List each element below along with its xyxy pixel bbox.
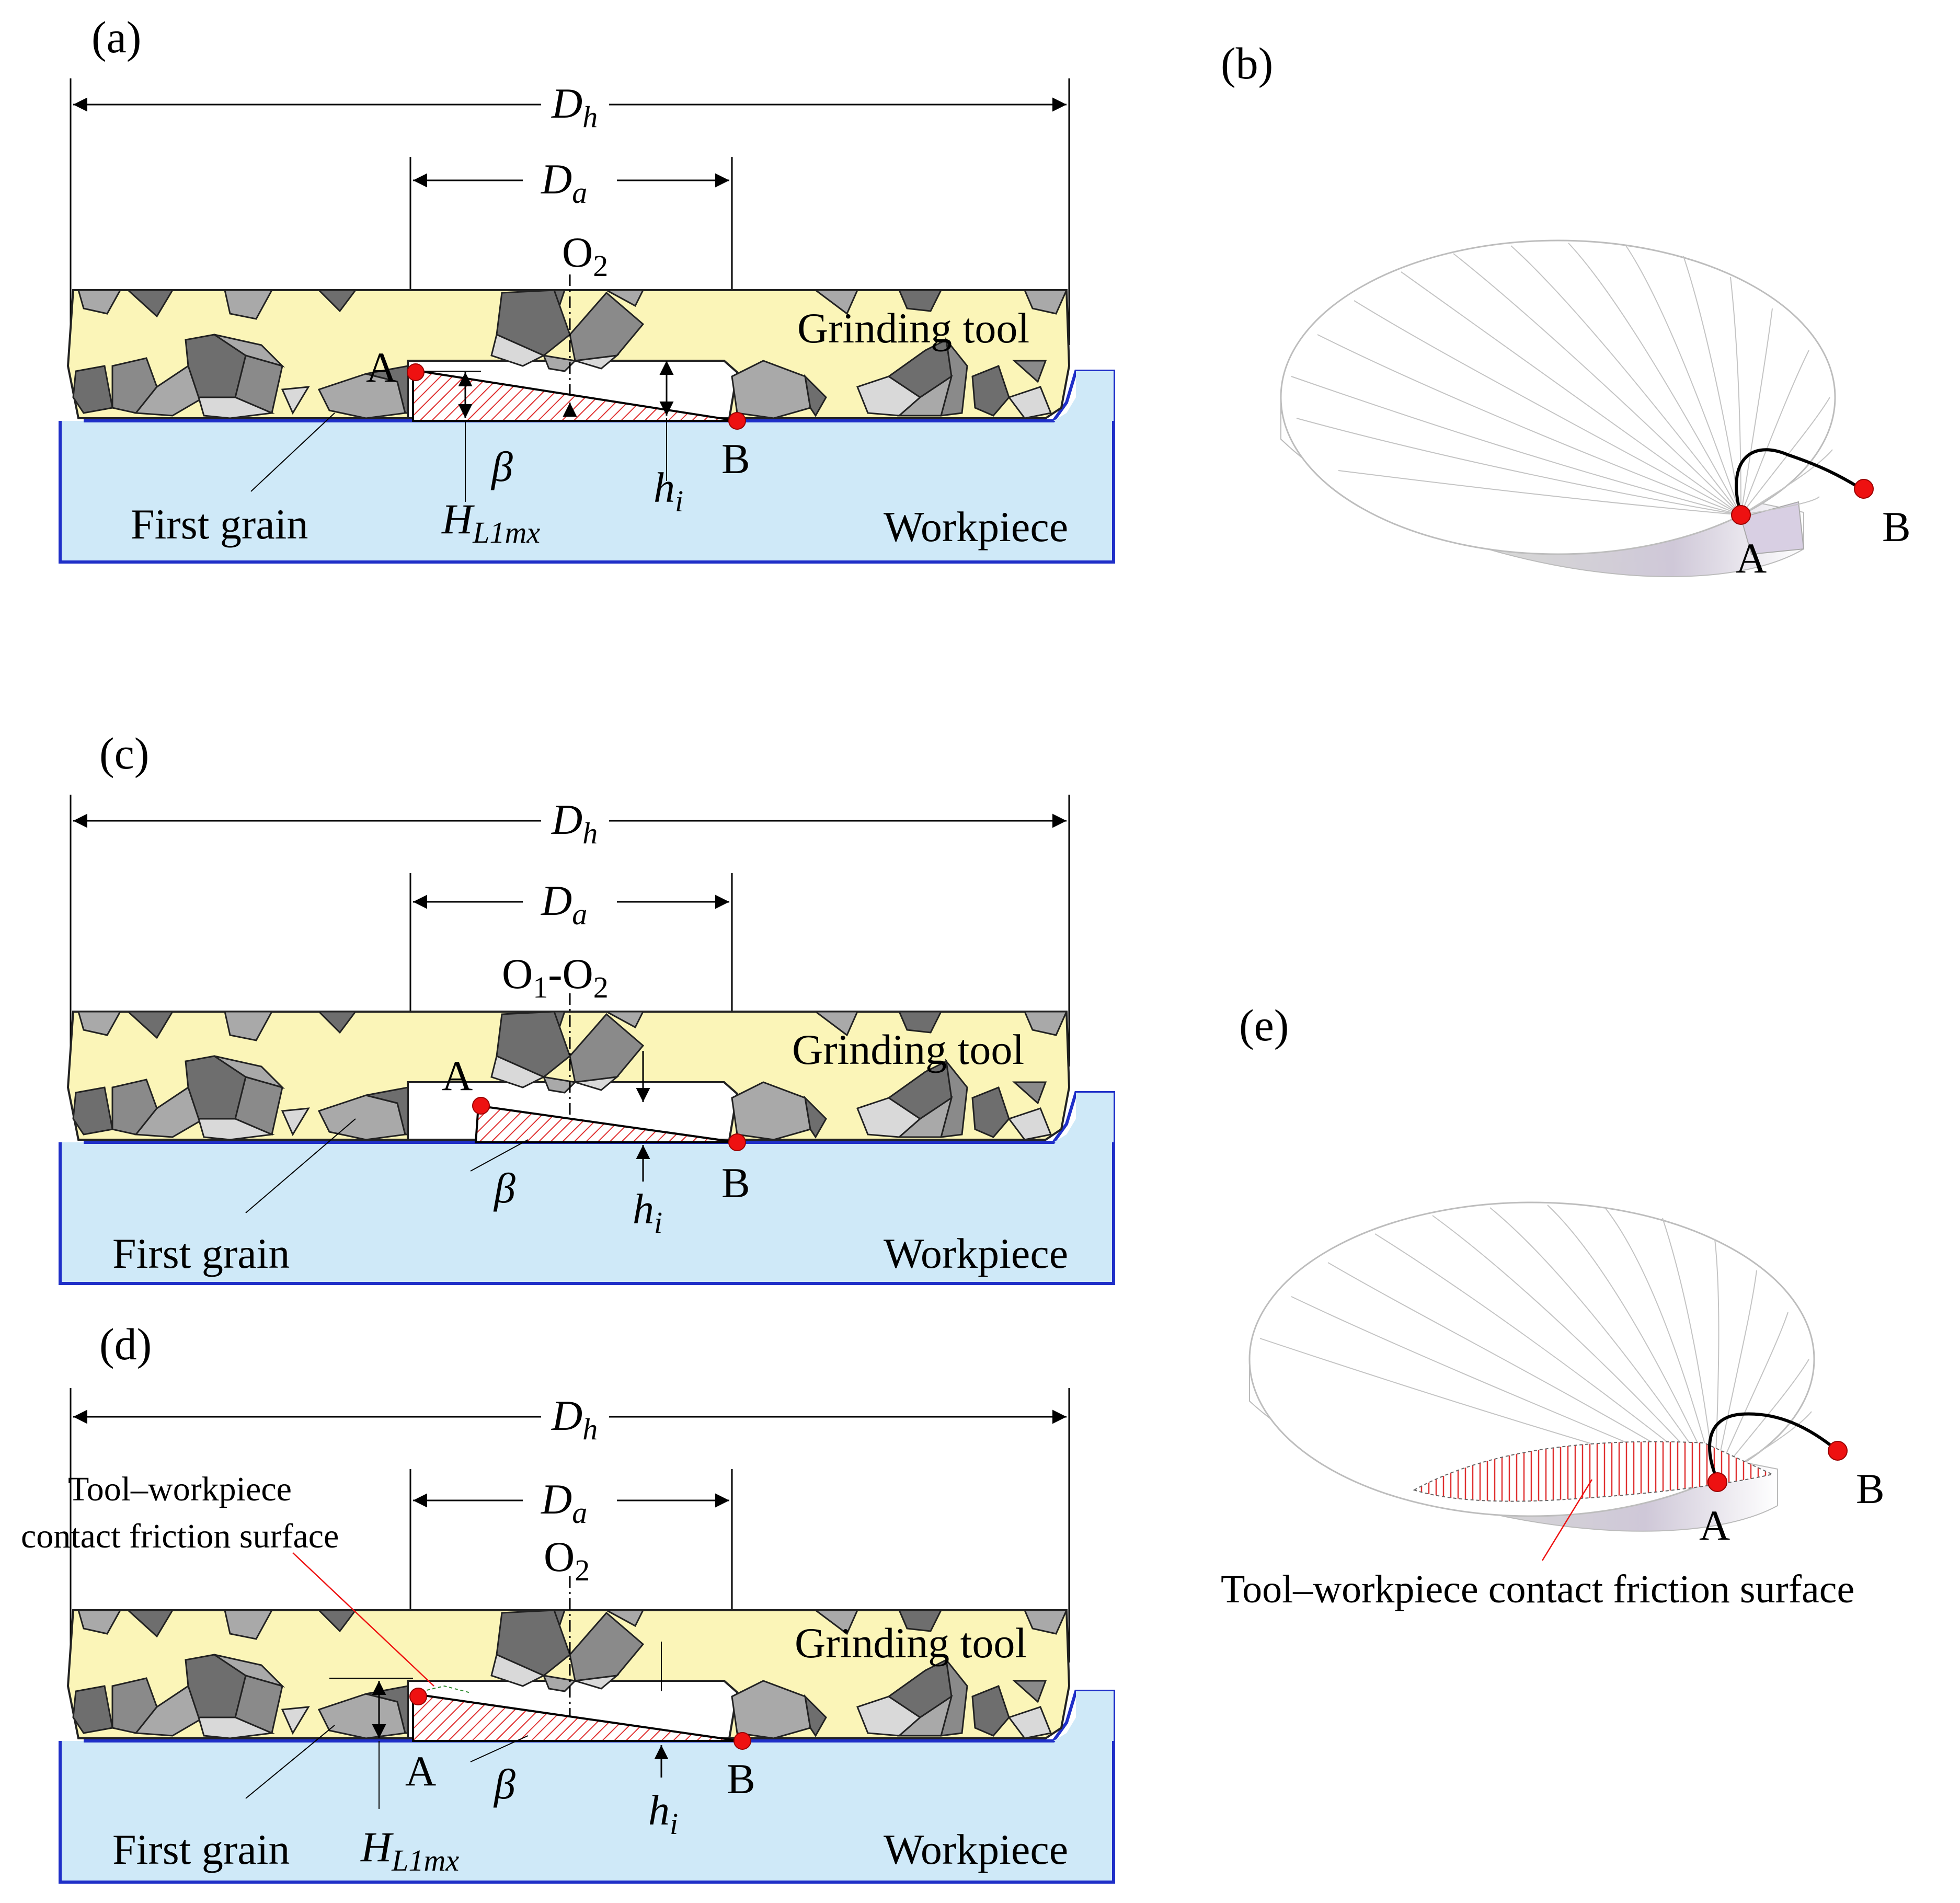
dimension-dh-label: Dh (551, 1392, 598, 1446)
angle-beta-label: β (493, 1760, 515, 1808)
point-a-label: A (1736, 534, 1767, 582)
point-b-marker (1828, 1441, 1848, 1461)
depth-hi-label: hi (654, 464, 683, 518)
workpiece-label: Workpiece (884, 1230, 1068, 1277)
point-b-label: B (721, 435, 750, 483)
point-a-label: A (405, 1747, 436, 1795)
height-hl1mx-label: HL1mx (441, 495, 540, 549)
dimension-dh-label: Dh (551, 79, 598, 134)
point-a-marker (1707, 1472, 1727, 1492)
panel-b: (b) (1221, 38, 1911, 582)
grinding-tool-label: Grinding tool (797, 304, 1029, 352)
point-a-label: A (1699, 1501, 1730, 1549)
disc-top (1280, 239, 1836, 555)
point-b-marker (728, 412, 746, 430)
dimension-da-label: Da (541, 877, 587, 931)
dimension-da-label: Da (541, 1475, 587, 1530)
dimension-dh-label: Dh (551, 796, 598, 850)
workpiece-label: Workpiece (884, 503, 1068, 551)
friction-surface-label: Tool–workpiece contact friction surface (1221, 1567, 1854, 1611)
point-a-marker (1731, 505, 1751, 525)
point-a-label: A (442, 1052, 473, 1099)
first-grain-label: First grain (112, 1230, 290, 1277)
notch-face (1740, 501, 1805, 555)
center-o1-o2-label: O1-O2 (502, 950, 609, 1004)
depth-hi-label: hi (648, 1786, 678, 1841)
point-a-marker (409, 1688, 427, 1705)
grain-leader (245, 1118, 356, 1213)
panel-a: (a) Dh Da O2 A B β hi HL1mx Grinding too… (60, 12, 1114, 562)
point-b-label: B (721, 1159, 750, 1207)
point-b-label: B (727, 1755, 755, 1803)
beta-leader (470, 1735, 529, 1762)
angle-beta-label: β (493, 1164, 515, 1212)
point-a-marker (407, 363, 425, 381)
wedge-region (412, 1692, 740, 1742)
panel-d-label: (d) (99, 1319, 152, 1369)
beta-leader (470, 1139, 529, 1172)
wedge-region (412, 369, 738, 422)
disc-top (1248, 1201, 1815, 1517)
center-o2-label: O2 (544, 1533, 590, 1587)
angle-beta-label: β (490, 443, 513, 490)
workpiece-label: Workpiece (884, 1826, 1068, 1873)
arc-ab (1735, 448, 1862, 515)
dimension-da-label: Da (541, 155, 587, 210)
wedge-region (474, 1104, 738, 1143)
friction-leader (292, 1552, 434, 1687)
grain-leader (245, 1725, 335, 1799)
friction-label-line1: Tool–workpiece (68, 1470, 292, 1508)
point-b-label: B (1856, 1465, 1885, 1512)
grinding-tool-label: Grinding tool (795, 1619, 1027, 1667)
grinding-tool-label: Grinding tool (792, 1026, 1024, 1073)
point-a-label: A (366, 343, 397, 391)
first-grain-label: First grain (112, 1826, 290, 1873)
panel-d: (d) Dh Tool–workpiece contact friction s… (21, 1319, 1114, 1882)
center-o2-label: O2 (562, 228, 608, 283)
panel-a-label: (a) (91, 12, 141, 62)
point-b-marker (1854, 479, 1874, 499)
arc-ab (1708, 1412, 1839, 1482)
disc-contour-lines (1291, 243, 1833, 515)
panel-c: (c) Dh Da O1-O2 A B β hi Grinding tool F… (60, 728, 1114, 1283)
friction-label-line2: contact friction surface (21, 1517, 339, 1555)
friction-surface-edge (415, 1685, 471, 1693)
panel-e-label: (e) (1239, 1000, 1289, 1050)
height-hl1mx-label: HL1mx (360, 1823, 459, 1877)
point-b-marker (733, 1732, 751, 1750)
friction-leader (1541, 1479, 1593, 1561)
panel-c-label: (c) (99, 728, 149, 778)
panel-e: (e) A B Tool–workpiece contact (1221, 1000, 1885, 1611)
point-b-marker (728, 1133, 746, 1151)
panel-b-label: (b) (1221, 38, 1273, 88)
point-a-marker (472, 1097, 490, 1115)
depth-hi-label: hi (633, 1185, 662, 1240)
grain-leader (250, 412, 335, 492)
point-b-label: B (1882, 503, 1911, 551)
first-grain-label: First grain (131, 500, 308, 548)
